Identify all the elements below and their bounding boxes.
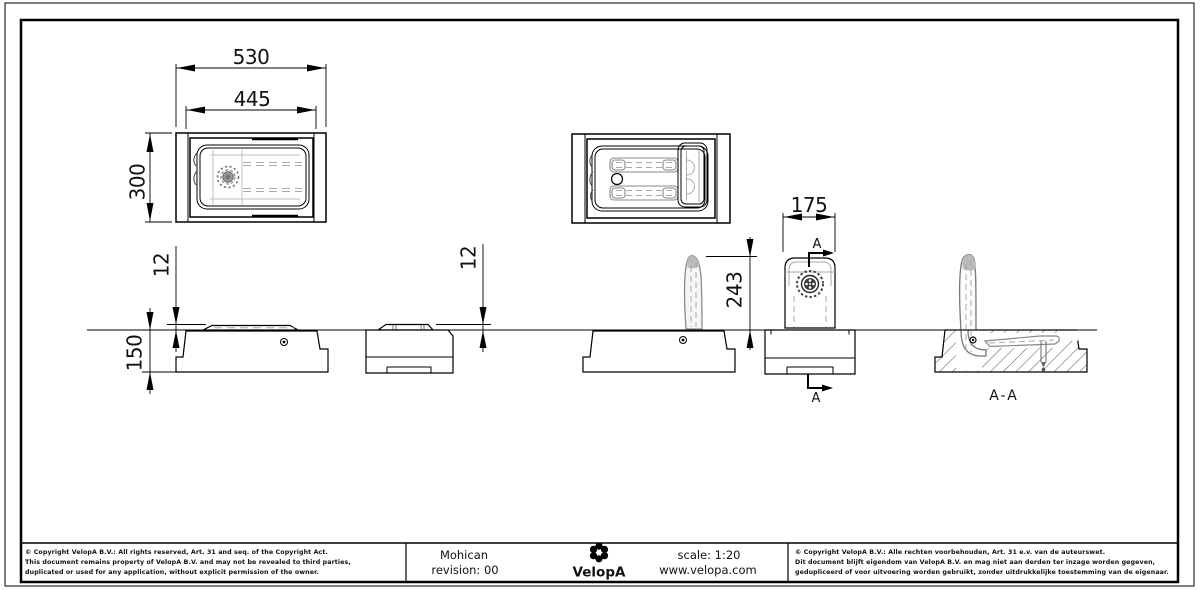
copyright-nl-line1: © Copyright VelopA B.V.: Alle rechten vo… [795,548,1105,556]
folded-flap-top-view [677,142,708,208]
front-view-flap-raised: A A [764,237,856,406]
title-block: © Copyright VelopA B.V.: All rights rese… [25,542,1169,581]
plan-view-detail [571,133,731,224]
anchor-hole [610,172,624,186]
page-frame [4,2,1195,587]
copyright-english: © Copyright VelopA B.V.: All rights rese… [25,548,351,576]
end-view-closed [365,323,454,374]
product-name: Mohican [440,548,488,562]
dim-value-530: 530 [233,45,270,69]
copyright-dutch: © Copyright VelopA B.V.: Alle rechten vo… [795,548,1169,576]
lock-dial-top-view [216,165,240,189]
copyright-nl-line2: Dit document blijft eigendom van VelopA … [795,559,1155,566]
plan-view-closed [175,132,327,223]
dim-value-243: 243 [723,272,747,309]
lock-dial-front-view [796,270,824,298]
section-view-a-a: A-A [934,254,1088,404]
dim-value-150: 150 [123,335,147,372]
dim-above-ground-12-left: 12 [150,246,206,352]
section-view-label: A-A [989,388,1019,404]
dim-overall-length-530: 530 [175,45,327,127]
clamp-bar-lower [609,185,679,201]
section-lid-arm [983,335,1060,372]
section-letter-top: A [813,237,822,252]
dim-overall-width-300: 300 [126,132,172,223]
raised-flap-phantom [683,255,703,330]
velopa-logo: VelopA [573,542,626,581]
dim-inner-length-445: 445 [185,87,317,129]
revision-label: revision: 00 [431,563,498,577]
copyright-nl-line3: gedupliceerd of voor uitvoering worden g… [795,569,1169,576]
dim-value-300: 300 [126,164,150,201]
side-view-long-closed [175,324,329,373]
dim-value-445: 445 [234,87,271,111]
section-cut-line-bottom: A [807,374,833,406]
dim-value-12-left: 12 [150,253,174,277]
dim-above-ground-12-right: 12 [436,244,491,352]
section-lock-pin [1040,341,1047,372]
section-cut-line-top: A [808,237,834,267]
copyright-en-line3: duplicated or used for any application, … [25,569,319,576]
side-view-flap-raised [582,255,736,373]
clamp-bar-upper [609,157,679,173]
dim-below-ground-150: 150 [123,308,176,394]
brand-wordmark: VelopA [573,565,626,581]
dim-raised-height-243: 243 [706,237,757,350]
dim-value-12-right: 12 [457,246,481,270]
section-flap-blade [958,254,987,357]
section-letter-bottom: A [812,391,821,406]
website-label: www.velopa.com [659,563,757,577]
flower-icon [589,542,609,563]
dim-flap-width-175: 175 [782,193,836,252]
copyright-en-line1: © Copyright VelopA B.V.: All rights rese… [25,548,328,556]
scale-label: scale: 1:20 [678,548,741,562]
dim-value-175: 175 [791,193,828,217]
copyright-en-line2: This document remains property of VelopA… [25,559,351,566]
